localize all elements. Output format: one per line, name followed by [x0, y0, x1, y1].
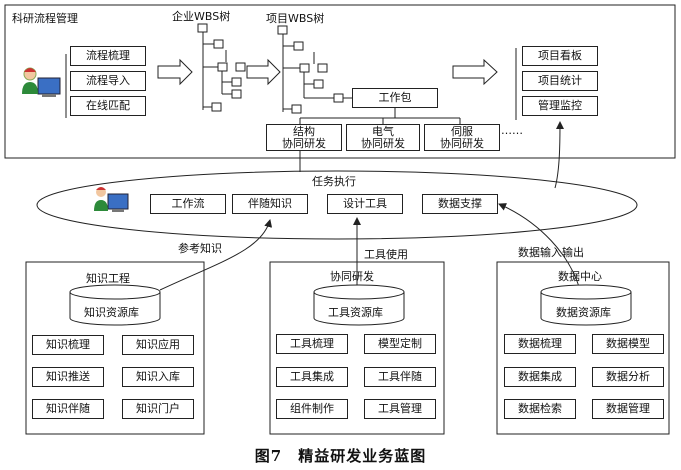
user-computer-icon-small: [94, 187, 129, 212]
data-io-label: 数据输入输出: [518, 246, 584, 259]
tool-item-manage[interactable]: 工具管理: [364, 399, 436, 419]
online-match-button[interactable]: 在线匹配: [70, 96, 146, 116]
knowledge-panel-title: 知识工程: [86, 272, 130, 285]
knowledge-panel-frame: [25, 261, 205, 435]
tool-library-label: 工具资源库: [328, 306, 383, 319]
ellipsis-text: ……: [501, 124, 523, 137]
management-monitor-button[interactable]: 管理监控: [522, 96, 598, 116]
servo-collab-box[interactable]: 伺服 协同研发: [424, 124, 500, 151]
companion-knowledge-button[interactable]: 伴随知识: [232, 194, 308, 214]
flow-arrow-2: [246, 58, 281, 86]
data-db-cylinder: [540, 284, 632, 326]
knowledge-item-companion[interactable]: 知识伴随: [32, 399, 104, 419]
top-panel-title: 科研流程管理: [12, 12, 78, 25]
structure-collab-box[interactable]: 结构 协同研发: [266, 124, 342, 151]
task-execution-label: 任务执行: [312, 175, 356, 188]
knowledge-item-store[interactable]: 知识入库: [122, 367, 194, 387]
knowledge-item-apply[interactable]: 知识应用: [122, 335, 194, 355]
user-computer-icon: [22, 67, 61, 97]
knowledge-item-push[interactable]: 知识推送: [32, 367, 104, 387]
data-support-button[interactable]: 数据支撑: [422, 194, 498, 214]
process-sort-button[interactable]: 流程梳理: [70, 46, 146, 66]
reference-knowledge-label: 参考知识: [178, 242, 222, 255]
collab-panel-frame: [269, 261, 445, 435]
tool-item-companion[interactable]: 工具伴随: [364, 367, 436, 387]
project-wbs-tree: [282, 30, 334, 112]
knowledge-item-portal[interactable]: 知识门户: [122, 399, 194, 419]
tool-item-component[interactable]: 组件制作: [276, 399, 348, 419]
work-package-links: [299, 97, 461, 124]
reference-knowledge-arrow: [159, 219, 273, 291]
knowledge-item-sort[interactable]: 知识梳理: [32, 335, 104, 355]
data-to-monitor-arrow: [554, 121, 564, 189]
knowledge-library-label: 知识资源库: [84, 306, 139, 319]
project-board-button[interactable]: 项目看板: [522, 46, 598, 66]
figure-caption: 图7 精益研发业务蓝图: [254, 447, 427, 465]
data-library-label: 数据资源库: [556, 306, 611, 319]
data-item-manage[interactable]: 数据管理: [592, 399, 664, 419]
collab-panel-title: 协同研发: [330, 270, 374, 283]
flow-arrow-3: [452, 58, 498, 86]
tool-item-model-custom[interactable]: 模型定制: [364, 334, 436, 354]
datacenter-panel-title: 数据中心: [558, 270, 602, 283]
design-tools-button[interactable]: 设计工具: [327, 194, 403, 214]
process-import-button[interactable]: 流程导入: [70, 71, 146, 91]
work-package-box[interactable]: 工作包: [352, 88, 438, 108]
task-execution-ellipse: [36, 170, 638, 240]
data-item-model[interactable]: 数据模型: [592, 334, 664, 354]
tool-db-cylinder: [313, 284, 405, 326]
tool-item-integrate[interactable]: 工具集成: [276, 367, 348, 387]
data-item-retrieve[interactable]: 数据检索: [504, 399, 576, 419]
top-panel-frame: [4, 4, 676, 159]
data-item-sort[interactable]: 数据梳理: [504, 334, 576, 354]
knowledge-db-cylinder: [69, 284, 161, 326]
project-wbs-nodes: [277, 25, 344, 114]
data-io-line: [498, 203, 586, 298]
electrical-collab-box[interactable]: 电气 协同研发: [346, 124, 420, 151]
data-item-analyze[interactable]: 数据分析: [592, 367, 664, 387]
project-stats-button[interactable]: 项目统计: [522, 71, 598, 91]
tool-usage-label: 工具使用: [364, 248, 408, 261]
enterprise-wbs-label: 企业WBS树: [172, 10, 231, 23]
tool-item-sort[interactable]: 工具梳理: [276, 334, 348, 354]
workflow-button[interactable]: 工作流: [150, 194, 226, 214]
enterprise-wbs-nodes: [197, 23, 246, 112]
data-item-integrate[interactable]: 数据集成: [504, 367, 576, 387]
datacenter-panel-frame: [496, 261, 670, 435]
flow-arrow-1: [157, 58, 193, 86]
project-wbs-label: 项目WBS树: [266, 12, 325, 25]
